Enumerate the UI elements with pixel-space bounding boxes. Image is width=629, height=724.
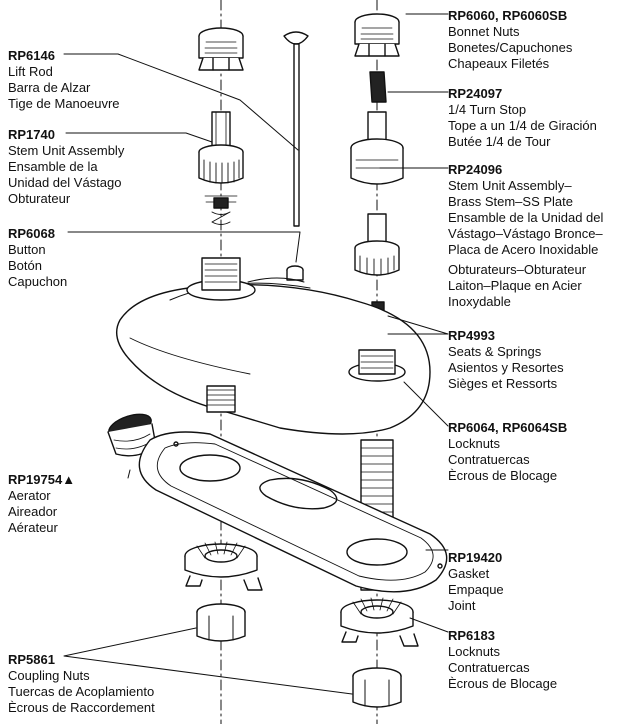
right-stem-unit [350,111,404,276]
part-name-en: Bonnet Nuts [448,24,520,39]
label-button: RP6068 Button Botón Capuchon [8,226,67,290]
label-turn-stop: RP24097 1/4 Turn Stop Tope a un 1/4 de G… [448,86,597,150]
part-code: RP6068 [8,226,55,241]
part-name-fr: Tige de Manoeuvre [8,96,120,111]
label-seats-springs: RP4993 Seats & Springs Asientos y Resort… [448,328,564,392]
leader-lines [63,13,449,695]
part-name-es-1: Ensamble de la [8,159,98,174]
part-name-en: Locknuts [448,436,501,451]
part-desc-6: Obturateurs–Obturateur [448,262,587,277]
part-name-fr: Capuchon [8,274,68,289]
part-name-fr: Obturateur [8,191,71,206]
part-name-fr: Ècrous de Raccordement [8,700,155,715]
part-name-fr: Ècrous de Blocage [448,676,558,691]
part-code: RP19420 [448,550,503,565]
label-stem-unit-left: RP1740 Stem Unit Assembly Ensamble de la… [8,127,124,207]
left-coupling-nut [196,603,246,642]
part-desc-1: Stem Unit Assembly– [448,178,572,193]
part-desc-8: Inoxydable [448,294,511,309]
part-desc-7: Laiton–Plaque en Acier [448,278,582,293]
label-coupling-nuts: RP5861 Coupling Nuts Tuercas de Acoplami… [8,652,155,716]
part-name-fr: Joint [448,598,476,613]
part-code: RP1740 [8,127,55,142]
part-desc-5: Placa de Acero Inoxidable [448,242,599,257]
part-name-en: 1/4 Turn Stop [448,102,527,117]
part-name-en: Gasket [448,566,490,581]
left-stem-unit [198,111,244,225]
quarter-turn-stop [369,71,387,103]
part-name-en: Seats & Springs [448,344,542,359]
part-code: RP4993 [448,328,495,343]
part-name-es: Contratuercas [448,660,530,675]
part-name-es: Asientos y Resortes [448,360,564,375]
left-locknut [184,541,263,591]
part-desc-4: Vástago–Vástago Bronce– [448,226,603,241]
lift-rod [283,31,309,227]
right-coupling-nut [352,667,402,708]
part-code: RP5861 [8,652,55,667]
label-gasket: RP19420 Gasket Empaque Joint [448,550,504,614]
part-name-en: Button [8,242,46,257]
label-aerator: RP19754▲ Aerator Aireador Aérateur [8,472,75,536]
part-name-es: Aireador [8,504,58,519]
part-code: RP6064, RP6064SB [448,420,568,435]
label-lift-rod: RP6146 Lift Rod Barra de Alzar Tige de M… [8,48,120,112]
part-code: RP24097 [448,86,503,101]
part-name-en: Stem Unit Assembly [8,143,125,158]
label-locknuts-bottom: RP6183 Locknuts Contratuercas Ècrous de … [448,628,557,692]
part-name-en: Aerator [8,488,51,503]
label-locknuts-top: RP6064, RP6064SB Locknuts Contratuercas … [448,420,567,484]
part-name-fr: Sièges et Ressorts [448,376,558,391]
part-name-en: Locknuts [448,644,501,659]
part-desc-2: Brass Stem–SS Plate [448,194,573,209]
gasket-plate [138,431,448,593]
right-locknut [340,597,419,647]
part-code: RP19754▲ [8,472,76,487]
part-code: RP6146 [8,48,55,63]
part-name-es: Contratuercas [448,452,530,467]
part-name-es: Barra de Alzar [8,80,91,95]
label-bonnet-nuts: RP6060, RP6060SB Bonnet Nuts Bonetes/Cap… [448,8,572,72]
left-bonnet-nut [198,27,244,71]
faucet-body [116,257,431,435]
part-name-fr: Butée 1/4 de Tour [448,134,551,149]
part-name-fr: Ècrous de Blocage [448,468,558,483]
part-name-es-2: Unidad del Vástago [8,175,122,190]
part-name-es: Bonetes/Capuchones [448,40,573,55]
part-name-es: Tuercas de Acoplamiento [8,684,155,699]
part-desc-3: Ensamble de la Unidad del [448,210,604,225]
part-name-es: Botón [8,258,42,273]
right-bonnet-nut [354,13,400,57]
part-code: RP6183 [448,628,495,643]
label-stem-unit-right: RP24096 Stem Unit Assembly– Brass Stem–S… [448,162,603,310]
part-name-en: Coupling Nuts [8,668,90,683]
part-code: RP24096 [448,162,503,177]
part-name-fr: Chapeaux Filetés [448,56,550,71]
part-code: RP6060, RP6060SB [448,8,568,23]
part-name-es: Tope a un 1/4 de Giración [448,118,597,133]
part-name-fr: Aérateur [8,520,58,535]
part-name-en: Lift Rod [8,64,53,79]
part-name-es: Empaque [448,582,504,597]
